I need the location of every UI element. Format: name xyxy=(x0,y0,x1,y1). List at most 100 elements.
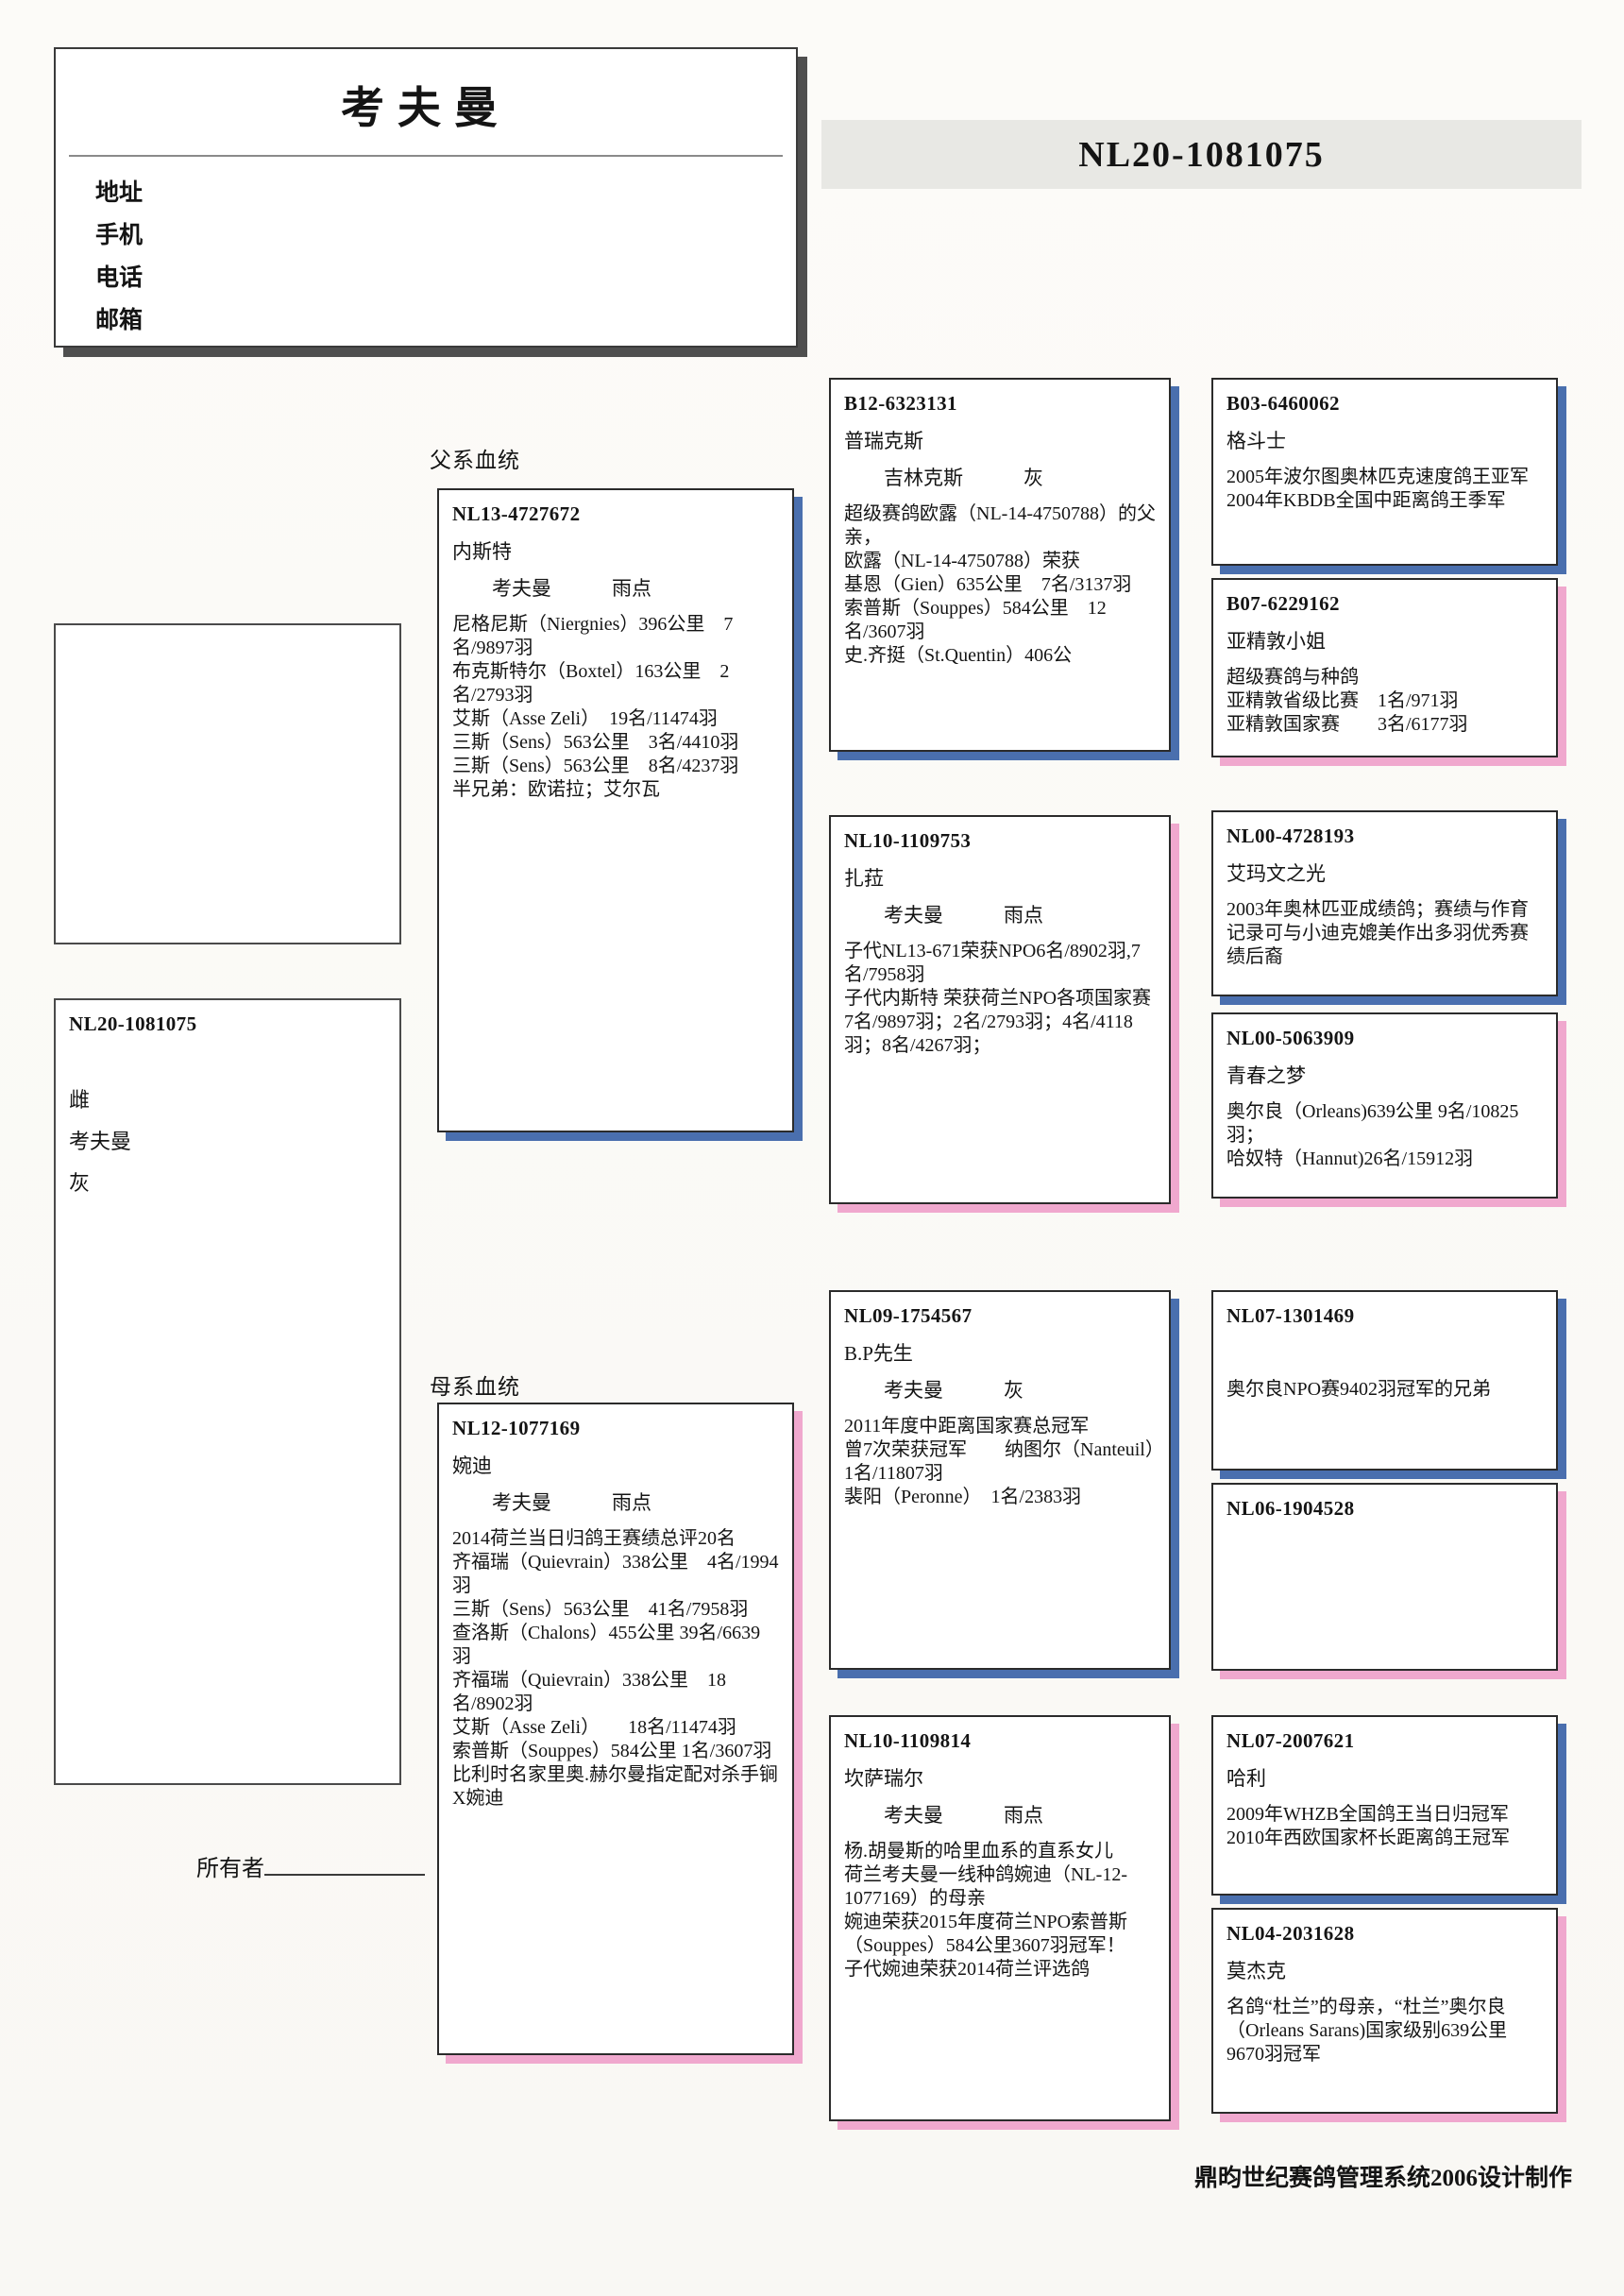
achievement-list: 名鸽“杜兰”的母亲，“杜兰”奥尔良（Orleans Sarans)国家级别639… xyxy=(1226,1996,1543,2066)
achievement-line: 2004年KBDB全国中距离鸽王季军 xyxy=(1226,490,1506,511)
achievement-line: 索普斯（Souppes）584公里 12名/3607羽 xyxy=(844,598,1107,642)
subject-box: NL20-1081075 雌 考夫曼 灰 xyxy=(54,998,401,1785)
pedigree-box-great-grandparent-6: NL06-1904528 xyxy=(1211,1483,1558,1671)
achievement-line: 杨.胡曼斯的哈里血系的直系女儿 xyxy=(844,1841,1113,1862)
feather-color: 雨点 xyxy=(612,577,651,600)
pigeon-name: 婉迪 xyxy=(452,1454,492,1477)
achievement-line: 名鸽“杜兰”的母亲，“杜兰”奥尔良（Orleans Sarans)国家级别639… xyxy=(1226,1997,1508,2065)
achievement-line: 2003年奥林匹亚成绩鸽；赛绩与作育记录可与小迪克媲美作出多羽优秀赛绩后裔 xyxy=(1226,899,1529,967)
strain: 考夫曼 xyxy=(884,1804,943,1827)
achievement-list: 2003年奥林匹亚成绩鸽；赛绩与作育记录可与小迪克媲美作出多羽优秀赛绩后裔 xyxy=(1226,898,1543,969)
achievement-line: 比利时名家里奥.赫尔曼指定配对杀手锏X婉迪 xyxy=(452,1764,778,1809)
ring-number: NL10-1109814 xyxy=(844,1729,972,1752)
achievement-line: 艾斯（Asse Zeli） 18名/11474羽 xyxy=(452,1717,736,1738)
subject-ring-number: NL20-1081075 xyxy=(69,1012,197,1035)
feather-color: 雨点 xyxy=(1004,1804,1043,1827)
strain-color-line: 考夫曼雨点 xyxy=(452,576,779,601)
pigeon-name xyxy=(1226,1341,1543,1366)
achievement-list: 杨.胡曼斯的哈里血系的直系女儿荷兰考夫曼一线种鸽婉迪（NL-12-1077169… xyxy=(844,1840,1156,1981)
pigeon-name: 内斯特 xyxy=(452,540,512,563)
subject-strain: 考夫曼 xyxy=(69,1130,132,1153)
achievement-line: 史.齐挺（St.Quentin）406公 xyxy=(844,645,1073,666)
ring-number: NL00-5063909 xyxy=(1226,1027,1355,1049)
owner-contact-fields: 地址手机电话邮箱 xyxy=(56,172,796,342)
achievement-line: 齐福瑞（Quievrain）338公里 18名/8902羽 xyxy=(452,1670,726,1714)
pigeon-name: 青春之梦 xyxy=(1226,1064,1306,1087)
owner-label: 所有者 xyxy=(196,1857,264,1881)
achievement-list: 奥尔良NPO赛9402羽冠军的兄弟 xyxy=(1226,1378,1543,1402)
achievement-line: 子代内斯特 荣获荷兰NPO各项国家赛7名/9897羽；2名/2793羽；4名/4… xyxy=(844,988,1152,1056)
pedigree-box-great-grandparent-4: NL00-5063909 青春之梦 奥尔良（Orleans)639公里 9名/1… xyxy=(1211,1012,1558,1199)
feather-color: 灰 xyxy=(1023,467,1043,489)
ring-number: B12-6323131 xyxy=(844,392,957,415)
achievement-line: 2010年西欧国家杯长距离鸽王冠军 xyxy=(1226,1828,1510,1848)
pigeon-name: 亚精敦小姐 xyxy=(1226,630,1326,653)
pedigree-box-father: NL13-4727672 内斯特 考夫曼雨点 尼格尼斯（Niergnies）39… xyxy=(437,488,794,1132)
achievement-list: 子代NL13-671荣获NPO6名/8902羽,7名/7958羽子代内斯特 荣获… xyxy=(844,940,1156,1058)
achievement-list: 尼格尼斯（Niergnies）396公里 7名/9897羽布克斯特尔（Boxte… xyxy=(452,613,779,802)
owner-card-divider xyxy=(69,155,783,157)
achievement-list: 超级赛鸽欧露（NL-14-4750788）的父亲，欧露（NL-14-475078… xyxy=(844,502,1156,668)
achievement-line: 哈奴特（Hannut)26名/15912羽 xyxy=(1226,1148,1474,1169)
achievement-line: 裴阳（Peronne） 1名/2383羽 xyxy=(844,1487,1082,1507)
ring-number: NL07-2007621 xyxy=(1226,1729,1355,1752)
achievement-line: 奥尔良NPO赛9402羽冠军的兄弟 xyxy=(1226,1379,1492,1400)
pedigree-box-mother: NL12-1077169 婉迪 考夫曼雨点 2014荷兰当日归鸽王赛绩总评20名… xyxy=(437,1403,794,2055)
achievement-line: 奥尔良（Orleans)639公里 9名/10825羽； xyxy=(1226,1101,1519,1146)
feather-color: 灰 xyxy=(1004,1379,1023,1402)
header-bar: NL20-1081075 xyxy=(821,120,1582,189)
owner-card-title: 考夫曼 xyxy=(341,84,511,132)
achievement-list: 奥尔良（Orleans)639公里 9名/10825羽；哈奴特（Hannut)2… xyxy=(1226,1100,1543,1171)
owner-field-label: 地址 xyxy=(95,180,144,206)
owner-field-label: 手机 xyxy=(95,223,144,248)
achievement-list: 2014荷兰当日归鸽王赛绩总评20名齐福瑞（Quievrain）338公里 4名… xyxy=(452,1527,779,1811)
strain-color-line: 考夫曼 雨点 xyxy=(844,1803,1156,1828)
pigeon-name: 艾玛文之光 xyxy=(1226,862,1326,885)
pedigree-box-maternal-grandsire: NL09-1754567 B.P先生 考夫曼灰 2011年度中距离国家赛总冠军曾… xyxy=(829,1290,1171,1670)
pedigree-box-paternal-grandsire: B12-6323131 普瑞克斯 吉林克斯灰 超级赛鸽欧露（NL-14-4750… xyxy=(829,378,1171,752)
owner-card: 考夫曼 地址手机电话邮箱 xyxy=(54,47,798,348)
strain: 考夫曼 xyxy=(884,1379,943,1402)
pigeon-name: 莫杰克 xyxy=(1226,1960,1286,1982)
pigeon-name: 哈利 xyxy=(1226,1767,1266,1790)
paternal-bloodline-label: 父系血统 xyxy=(430,449,520,472)
achievement-line: 子代NL13-671荣获NPO6名/8902羽,7名/7958羽 xyxy=(844,941,1141,985)
achievement-line: 荷兰考夫曼一线种鸽婉迪（NL-12-1077169）的母亲 xyxy=(844,1864,1127,1909)
strain: 吉林克斯 xyxy=(884,467,963,489)
header-ring-number: NL20-1081075 xyxy=(1078,134,1325,175)
ring-number: NL13-4727672 xyxy=(452,502,581,525)
owner-field-label: 邮箱 xyxy=(95,308,144,333)
strain-color-line: 考夫曼雨点 xyxy=(452,1490,779,1515)
achievement-line: 齐福瑞（Quievrain）338公里 4名/1994羽 xyxy=(452,1552,779,1596)
owner-field-label: 电话 xyxy=(95,265,144,291)
owner-signature-row: 所有者 xyxy=(196,1849,425,1882)
achievement-line: 2011年度中距离国家赛总冠军 xyxy=(844,1416,1090,1437)
achievement-line: 2009年WHZB全国鸽王当日归冠军 xyxy=(1226,1804,1509,1825)
ring-number: B07-6229162 xyxy=(1226,592,1340,615)
pedigree-box-paternal-granddam: NL10-1109753 扎菈 考夫曼雨点 子代NL13-671荣获NPO6名/… xyxy=(829,815,1171,1204)
pigeon-name: 格斗士 xyxy=(1226,430,1286,452)
pigeon-name: 扎菈 xyxy=(844,867,884,890)
subject-sex: 雌 xyxy=(69,1088,91,1112)
achievement-line: 尼格尼斯（Niergnies）396公里 7名/9897羽 xyxy=(452,614,734,658)
achievement-line: 亚精敦国家赛 3名/6177羽 xyxy=(1226,714,1468,735)
subject-info: 雌 考夫曼 灰 xyxy=(69,1080,386,1204)
strain-color-line: 吉林克斯 灰 xyxy=(844,466,1156,490)
achievement-line: 超级赛鸽欧露（NL-14-4750788）的父亲， xyxy=(844,503,1156,548)
owner-blank-line xyxy=(264,1853,425,1876)
pigeon-name xyxy=(1226,1534,1543,1558)
photo-placeholder-box xyxy=(54,623,401,944)
ring-number: NL07-1301469 xyxy=(1226,1304,1355,1327)
maternal-bloodline-label: 母系血统 xyxy=(430,1375,520,1399)
achievement-line: 婉迪荣获2015年度荷兰NPO索普斯（Souppes）584公里3607羽冠军！ xyxy=(844,1912,1128,1956)
pigeon-name: B.P先生 xyxy=(844,1342,913,1365)
ring-number: B03-6460062 xyxy=(1226,392,1340,415)
achievement-line: 三斯（Sens）563公里 8名/4237羽 xyxy=(452,756,739,776)
ring-number: NL12-1077169 xyxy=(452,1417,581,1439)
pedigree-box-maternal-granddam: NL10-1109814 坎萨瑞尔 考夫曼雨点 杨.胡曼斯的哈里血系的直系女儿荷… xyxy=(829,1715,1171,2121)
feather-color: 雨点 xyxy=(1004,904,1043,927)
achievement-line: 半兄弟：欧诺拉；艾尔瓦 xyxy=(452,779,660,800)
